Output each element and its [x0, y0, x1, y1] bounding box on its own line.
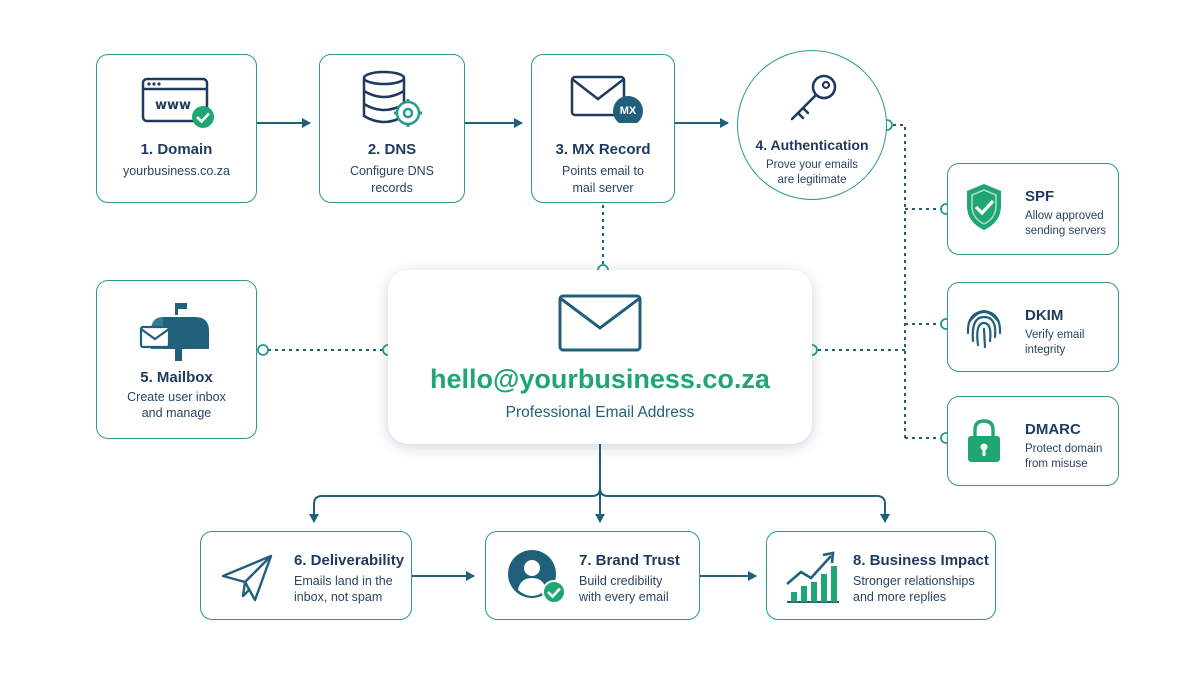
dotted-auth-trunk	[893, 124, 906, 438]
step-dns-title: 2. DNS	[367, 141, 417, 158]
shield-check-icon	[964, 182, 1004, 232]
outcome-brand-trust-card: 7. Brand Trust Build credibility with ev…	[485, 531, 700, 620]
outcome-business-impact-card: 8. Business Impact Stronger relationship…	[766, 531, 996, 620]
mx-badge: MX	[619, 105, 637, 117]
lock-icon	[966, 417, 1002, 465]
central-email-card: hello@yourbusiness.co.za Professional Em…	[388, 270, 812, 444]
growth-chart-icon	[785, 548, 841, 606]
svg-text:www: www	[155, 98, 191, 113]
auth-dkim-subtitle-2: integrity	[1025, 344, 1066, 356]
central-email-caption: Professional Email Address	[505, 404, 695, 421]
branch-to-impact	[599, 487, 890, 523]
step-mx-subtitle-2: mail server	[572, 181, 634, 195]
step-mailbox-card: 5. Mailbox Create user inbox and manage	[96, 280, 257, 439]
outcome-deliverability-subtitle-1: Emails land in the	[294, 574, 393, 588]
outcome-deliverability-subtitle-2: inbox, not spam	[294, 590, 383, 604]
paper-plane-icon	[219, 552, 275, 604]
step-authentication-title: 4. Authentication	[755, 137, 869, 153]
step-mx-subtitle-1: Points email to	[562, 164, 644, 178]
step-domain-title: 1. Domain	[140, 141, 213, 158]
outcome-brand-trust-title: 7. Brand Trust	[579, 552, 680, 569]
outcome-deliverability-card: 6. Deliverability Emails land in the inb…	[200, 531, 412, 620]
key-icon	[786, 73, 840, 123]
auth-dkim-subtitle-1: Verify email	[1025, 329, 1085, 341]
envelope-icon	[558, 294, 642, 352]
step-mx-title: 3. MX Record	[555, 141, 651, 158]
auth-spf-subtitle-2: sending servers	[1025, 225, 1107, 237]
database-gear-icon	[360, 69, 426, 131]
outcome-brand-trust-subtitle-2: with every email	[579, 590, 669, 604]
auth-spf-card: SPF Allow approved sending servers	[947, 163, 1119, 255]
step-domain-subtitle: yourbusiness.co.za	[122, 164, 230, 178]
step-dns-card: 2. DNS Configure DNS records	[319, 54, 465, 203]
step-domain-card: www 1. Domain yourbusiness.co.za	[96, 54, 257, 203]
fingerprint-icon	[964, 303, 1004, 351]
step-authentication-subtitle-2: are legitimate	[777, 174, 847, 186]
mailbox-icon	[139, 299, 215, 361]
auth-dmarc-subtitle-2: from misuse	[1025, 458, 1088, 470]
outcome-deliverability-title: 6. Deliverability	[294, 552, 405, 569]
auth-dkim-card: DKIM Verify email integrity	[947, 282, 1119, 372]
auth-dmarc-subtitle-1: Protect domain	[1025, 443, 1103, 455]
auth-spf-title: SPF	[1025, 188, 1055, 205]
central-email-address: hello@yourbusiness.co.za	[430, 364, 770, 394]
branch-to-deliverability	[309, 444, 601, 523]
auth-dkim-title: DKIM	[1025, 307, 1064, 324]
step-authentication-subtitle-1: Prove your emails	[765, 159, 859, 171]
step-mx-card: MX 3. MX Record Points email to mail ser…	[531, 54, 675, 203]
auth-spf-subtitle-1: Allow approved	[1025, 210, 1104, 222]
auth-dmarc-card: DMARC Protect domain from misuse	[947, 396, 1119, 486]
outcome-brand-trust-subtitle-1: Build credibility	[579, 574, 663, 588]
envelope-mx-icon	[570, 73, 646, 123]
step-mailbox-subtitle-1: Create user inbox	[127, 390, 226, 404]
auth-dmarc-title: DMARC	[1025, 421, 1081, 438]
www-icon: www	[141, 75, 217, 133]
step-dns-subtitle-1: Configure DNS	[349, 164, 435, 178]
step-mailbox-subtitle-2: and manage	[141, 406, 212, 420]
step-mailbox-title: 5. Mailbox	[140, 369, 213, 386]
step-dns-subtitle-2: records	[371, 181, 413, 195]
outcome-business-impact-subtitle-1: Stronger relationships	[853, 574, 975, 588]
outcome-business-impact-subtitle-2: and more replies	[853, 590, 947, 604]
outcome-business-impact-title: 8. Business Impact	[853, 552, 989, 569]
user-check-icon	[506, 548, 568, 606]
step-authentication-card: 4. Authentication Prove your emails are …	[737, 50, 887, 200]
